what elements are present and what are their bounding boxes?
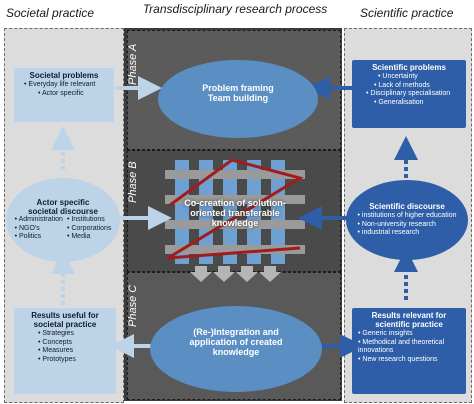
scientific-problems-box: Scientific problems Uncertainty Lack of … xyxy=(352,60,466,128)
societal-problems-box: Societal problems Everyday life relevant… xyxy=(14,68,114,122)
list-item: Methodical and theoretical innovations xyxy=(358,339,464,356)
list-item: Generic insights xyxy=(358,330,464,339)
societal-discourse-title-1: Actor specific xyxy=(36,198,90,208)
left-column-title: Societal practice xyxy=(6,6,95,20)
list-item: • institutions of higher education xyxy=(357,212,457,220)
scientific-results-title-1: Results relevant for xyxy=(371,311,447,320)
list-item: • Media xyxy=(66,233,91,241)
list-item: Concepts xyxy=(38,339,114,348)
societal-results-box: Results useful for societal practice Str… xyxy=(14,308,116,394)
list-item: New research questions xyxy=(358,356,464,365)
list-item: Strategies xyxy=(38,330,114,339)
co-creation-line-1: Co-creation of solution- xyxy=(184,198,286,208)
co-creation-line-3: knowledge xyxy=(211,218,259,228)
reintegration-line-2: application of created xyxy=(189,337,283,347)
list-item: Measures xyxy=(38,347,114,356)
list-item: • Administration xyxy=(14,216,63,224)
phase-b-grid xyxy=(165,160,305,264)
scientific-discourse-title: Scientific discourse xyxy=(369,202,445,212)
list-item: • Politics xyxy=(14,233,42,241)
list-item: Generalisation xyxy=(366,99,464,108)
problem-framing-line-1: Problem framing xyxy=(202,83,274,93)
scientific-discourse-ellipse: Scientific discourse • institutions of h… xyxy=(346,180,468,260)
list-item: • Corporations xyxy=(66,224,112,232)
societal-results-title-2: societal practice xyxy=(33,320,97,329)
right-column-title: Scientific practice xyxy=(360,6,454,20)
scientific-problems-title: Scientific problems xyxy=(372,63,446,72)
list-item: Lack of methods xyxy=(366,82,464,91)
societal-problems-title: Societal problems xyxy=(29,71,99,80)
zigzag-line xyxy=(167,158,304,260)
problem-framing-ellipse: Problem framing Team building xyxy=(158,60,318,138)
list-item: • Non-university research xyxy=(357,220,436,228)
co-creation-text: Co-creation of solution- oriented transf… xyxy=(165,198,305,228)
list-item: Actor specific xyxy=(24,90,112,99)
reintegration-line-3: knowledge xyxy=(212,347,260,357)
list-item: Uncertainty xyxy=(366,73,464,82)
societal-discourse-title-2: societal discourse xyxy=(28,207,98,217)
reintegration-ellipse: (Re-)Integration and application of crea… xyxy=(150,306,322,392)
reintegration-line-1: (Re-)Integration and xyxy=(193,327,279,337)
co-creation-line-2: oriented transferable xyxy=(190,208,280,218)
list-item: • Institutions xyxy=(66,216,105,224)
scientific-results-box: Results relevant for scientific practice… xyxy=(352,308,466,394)
list-item: Prototypes xyxy=(38,356,114,365)
list-item: Disciplinary specialisation xyxy=(366,90,464,99)
phase-b-down-arrows xyxy=(190,266,281,282)
list-item: • NGO's xyxy=(14,224,40,232)
list-item: • industrial research xyxy=(357,229,420,237)
societal-results-title-1: Results useful for xyxy=(31,311,99,320)
middle-column-title: Transdisciplinary research process xyxy=(142,2,328,16)
societal-discourse-ellipse: Actor specific societal discourse • Admi… xyxy=(6,178,120,262)
list-item: Everyday life relevant xyxy=(24,81,112,90)
scientific-results-title-2: scientific practice xyxy=(375,320,443,329)
team-building-line: Team building xyxy=(207,93,269,103)
